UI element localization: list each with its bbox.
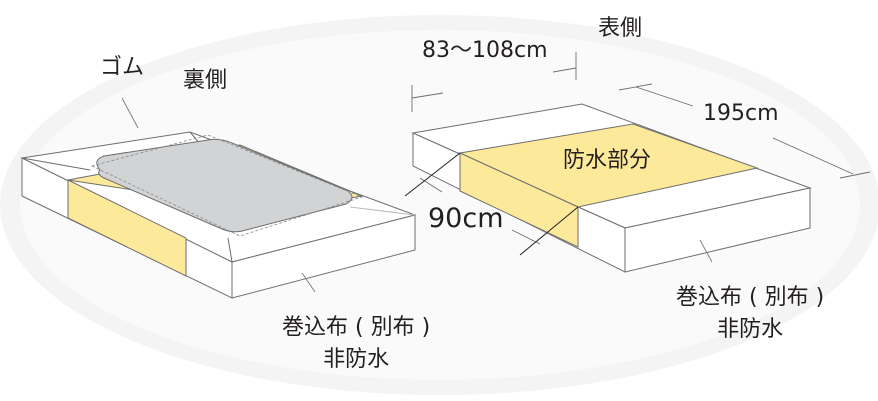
rubber-leader-line — [121, 97, 139, 129]
right-wrap-cloth-line1: 巻込布 ( 別布 ) — [676, 285, 825, 310]
dimension-lines — [411, 52, 871, 245]
back-side-title: 裏側 — [183, 68, 228, 93]
ninety-cm-leaders — [404, 152, 579, 256]
left-wrap-cloth-line2: 非防水 — [323, 347, 390, 372]
elastic-stitching — [90, 134, 364, 237]
right-wrap-cloth-label: 巻込布 ( 別布 ) 非防水 — [676, 282, 824, 346]
left-wrap-leader-line — [301, 272, 316, 293]
waterproof-width-label: 90cm — [428, 203, 504, 234]
length-dimension-label: 195cm — [703, 101, 779, 126]
waterproof-area-label: 防水部分 — [563, 148, 652, 173]
right-wrap-leader-line — [699, 239, 713, 263]
right-wrap-cloth-line2: 非防水 — [717, 317, 784, 342]
rubber-label: ゴム — [100, 55, 145, 80]
front-side-title: 表側 — [598, 16, 643, 41]
left-wrap-cloth-label: 巻込布 ( 別布 ) 非防水 — [282, 312, 430, 376]
width-dimension-label: 83〜108cm — [422, 38, 548, 63]
left-wrap-cloth-line1: 巻込布 ( 別布 ) — [282, 315, 431, 340]
waterproof-area — [458, 123, 759, 248]
rubber-sheet — [96, 138, 353, 233]
